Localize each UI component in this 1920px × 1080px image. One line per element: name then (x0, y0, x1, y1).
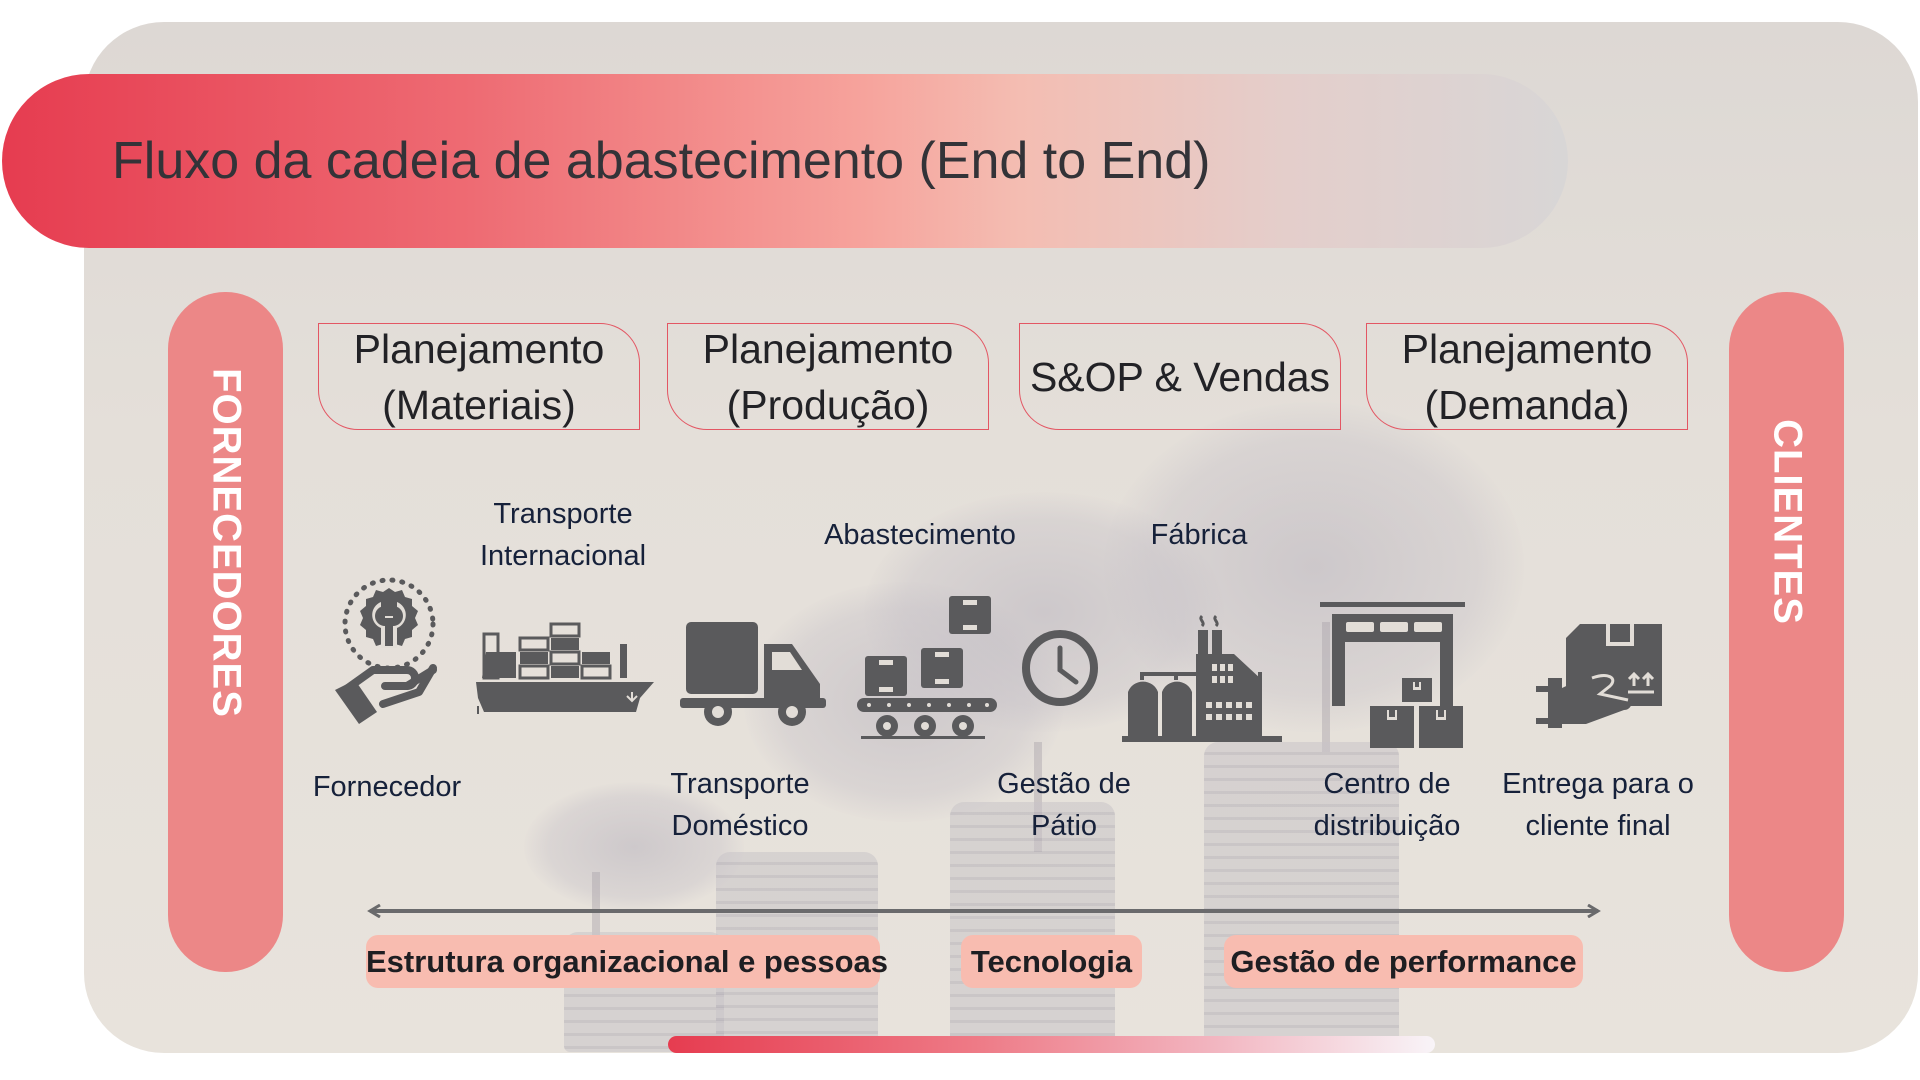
cargo-ship-icon (474, 622, 656, 714)
page-title: Fluxo da cadeia de abastecimento (End to… (112, 132, 1211, 190)
suppliers-label: FORNECEDORES (204, 368, 248, 718)
label-line: Transporte (670, 768, 810, 800)
title-banner: Fluxo da cadeia de abastecimento (End to… (2, 74, 1568, 248)
warehouse-icon (1320, 602, 1465, 748)
double-arrow-line (366, 903, 1602, 919)
planning-box-production: Planejamento (Produção) (667, 323, 989, 430)
delivery-hand-box-icon (1536, 624, 1666, 728)
planning-box-title: Planejamento (702, 325, 954, 372)
label-line: Gestão de (997, 768, 1131, 800)
label-line: Pátio (1030, 810, 1098, 842)
conveyor-boxes-icon (853, 596, 997, 740)
label-line: distribuição (1313, 810, 1461, 842)
pillar-organization-people: Estrutura organizacional e pessoas (366, 935, 888, 988)
planning-box-subtitle: (Materiais) (382, 381, 576, 428)
label-line: Doméstico (671, 810, 809, 842)
step-label-domestic-transport: Transporte Doméstico (670, 763, 809, 847)
supplier-hand-gear-icon (333, 572, 445, 727)
pillar-technology: Tecnologia (961, 935, 1142, 988)
planning-box-title: S&OP & Vendas (1029, 353, 1331, 400)
step-label-supplier: Fornecedor (313, 766, 461, 808)
customers-bar: CLIENTES (1729, 292, 1844, 972)
planning-box-materials: Planejamento (Materiais) (318, 323, 640, 430)
planning-box-subtitle: (Demanda) (1424, 381, 1630, 428)
label-line: Transporte (493, 498, 633, 530)
label-line: Abastecimento (824, 519, 1016, 551)
planning-box-title: Planejamento (1401, 325, 1653, 372)
step-label-yard-management: Gestão de Pátio (997, 763, 1131, 847)
label-line: Internacional (479, 540, 647, 572)
truck-icon (680, 622, 826, 728)
bottom-accent-bar (668, 1036, 1435, 1053)
step-label-international-transport: Transporte Internacional (480, 493, 646, 577)
planning-box-subtitle: (Produção) (726, 381, 930, 428)
label-line: cliente final (1525, 810, 1671, 842)
step-label-distribution-center: Centro de distribuição (1314, 763, 1461, 847)
factory-icon (1122, 604, 1282, 742)
pillar-performance-management: Gestão de performance (1224, 935, 1583, 988)
planning-box-title: Planejamento (353, 325, 605, 372)
planning-box-demand: Planejamento (Demanda) (1366, 323, 1688, 430)
clock-icon (1020, 628, 1100, 708)
label-line: Fábrica (1150, 519, 1248, 551)
customers-label: CLIENTES (1765, 419, 1809, 625)
step-label-factory: Fábrica (1151, 514, 1248, 556)
planning-box-sop-sales: S&OP & Vendas (1019, 323, 1341, 430)
label-line: Centro de (1323, 768, 1451, 800)
suppliers-bar: FORNECEDORES (168, 292, 283, 972)
step-label-supply: Abastecimento (824, 514, 1016, 556)
label-line: Entrega para o (1502, 768, 1694, 800)
label-line: Fornecedor (312, 771, 462, 803)
step-label-final-delivery: Entrega para o cliente final (1502, 763, 1694, 847)
